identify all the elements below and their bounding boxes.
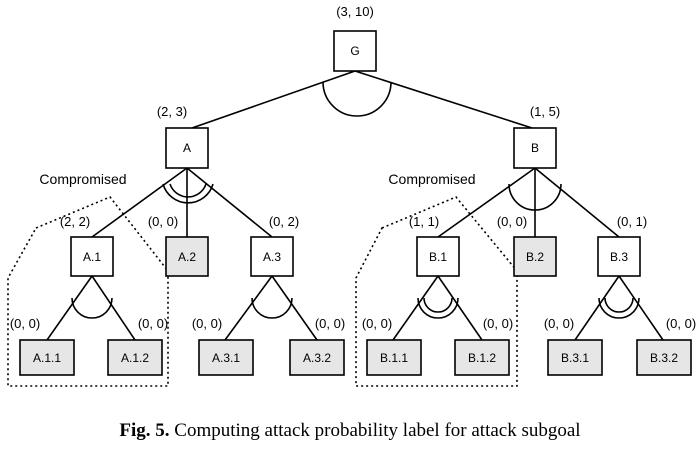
edge-a-a1 xyxy=(91,167,188,238)
node-label-b32: B.3.2 xyxy=(650,351,678,365)
node-label-g: G xyxy=(350,44,359,58)
edge-g-b xyxy=(354,70,533,129)
figure-number: Fig. 5. xyxy=(119,420,170,441)
compromised-regions xyxy=(7,196,518,387)
and-arc-a3 xyxy=(251,297,293,319)
node-label-a: A xyxy=(183,141,191,155)
edge-b3-b31 xyxy=(574,275,620,341)
edge-b3-b32 xyxy=(618,275,664,341)
node-a1 xyxy=(70,236,114,277)
value-label-a2: (0, 0) xyxy=(148,214,178,229)
and-arc-b1-outer xyxy=(417,297,459,319)
compromised-label-left: Compromised xyxy=(39,171,126,187)
node-b32 xyxy=(636,339,692,376)
node-g xyxy=(333,30,377,72)
edge-b-b3 xyxy=(534,167,620,238)
node-label-a32: A.3.2 xyxy=(303,351,331,365)
node-labels: G A B A.1 A.2 A.3 B.1 B.2 B.3 A.1.1 A.1.… xyxy=(33,44,678,365)
edge-a3-a31 xyxy=(224,275,273,341)
and-arc-b xyxy=(508,183,562,211)
edge-b1-b12 xyxy=(437,275,483,341)
node-label-b3: B.3 xyxy=(610,250,628,264)
node-label-a2: A.2 xyxy=(178,250,196,264)
compromised-labels: Compromised Compromised xyxy=(39,171,475,187)
value-label-b1: (1, 1) xyxy=(409,214,439,229)
value-label-b31: (0, 0) xyxy=(544,316,574,331)
node-a2 xyxy=(165,236,209,277)
value-label-a: (2, 3) xyxy=(157,104,187,119)
value-label-b11: (0, 0) xyxy=(362,316,392,331)
and-arc-b1-inner xyxy=(423,297,453,313)
value-label-a31: (0, 0) xyxy=(192,316,222,331)
value-labels: (3, 10) (2, 3) (1, 5) (2, 2) (0, 0) (0, … xyxy=(10,4,696,331)
node-b1 xyxy=(416,236,460,277)
node-label-a1: A.1 xyxy=(83,250,101,264)
edge-a3-a32 xyxy=(271,275,318,341)
node-a12 xyxy=(107,339,163,376)
node-a31 xyxy=(198,339,254,376)
node-a xyxy=(165,127,209,169)
value-label-b: (1, 5) xyxy=(530,104,560,119)
node-a32 xyxy=(289,339,345,376)
edge-b1-b11 xyxy=(392,275,439,341)
value-label-b32: (0, 0) xyxy=(666,316,696,331)
edge-a1-a12 xyxy=(91,275,136,341)
node-label-b: B xyxy=(531,141,539,155)
value-label-a3: (0, 2) xyxy=(269,214,299,229)
node-label-b11: B.1.1 xyxy=(380,351,408,365)
value-label-a1: (2, 2) xyxy=(60,214,90,229)
value-label-b3: (0, 1) xyxy=(617,214,647,229)
edge-b-b1 xyxy=(437,167,536,238)
node-label-b31: B.3.1 xyxy=(561,351,589,365)
node-label-a3: A.3 xyxy=(263,250,281,264)
value-label-g: (3, 10) xyxy=(336,4,374,19)
node-label-a12: A.1.2 xyxy=(121,351,149,365)
figure-caption-text: Computing attack probability label for a… xyxy=(169,420,581,441)
node-label-a11: A.1.1 xyxy=(33,351,61,365)
node-label-a31: A.3.1 xyxy=(212,351,240,365)
edge-g-a xyxy=(191,70,356,129)
value-label-b2: (0, 0) xyxy=(497,214,527,229)
value-label-a32: (0, 0) xyxy=(315,316,345,331)
value-label-a11: (0, 0) xyxy=(10,316,40,331)
node-a11 xyxy=(19,339,75,376)
node-label-b12: B.1.2 xyxy=(468,351,496,365)
compromised-label-right: Compromised xyxy=(388,171,475,187)
value-label-b12: (0, 0) xyxy=(483,316,513,331)
node-b31 xyxy=(547,339,603,376)
nodes xyxy=(19,30,692,376)
and-arc-b3-inner xyxy=(604,297,634,313)
node-b11 xyxy=(366,339,422,376)
figure-caption: Fig. 5. Computing attack probability lab… xyxy=(0,420,700,442)
node-b12 xyxy=(454,339,510,376)
node-label-b1: B.1 xyxy=(429,250,447,264)
and-arc-a1 xyxy=(71,297,113,319)
edge-a-a3 xyxy=(186,167,273,238)
value-label-a12: (0, 0) xyxy=(138,316,168,331)
node-b xyxy=(513,127,557,169)
gate-arcs xyxy=(71,81,640,319)
and-arc-b3-outer xyxy=(598,297,640,319)
and-arc-a-inner xyxy=(169,183,207,198)
compromised-region-right xyxy=(355,196,518,387)
edges xyxy=(46,70,664,341)
node-b2 xyxy=(513,236,557,277)
and-arc-a-outer xyxy=(162,183,214,204)
node-a3 xyxy=(250,236,294,277)
edge-a1-a11 xyxy=(46,275,93,341)
node-label-b2: B.2 xyxy=(526,250,544,264)
compromised-region-left xyxy=(7,196,169,387)
node-b3 xyxy=(597,236,641,277)
and-arc-g xyxy=(322,81,392,117)
